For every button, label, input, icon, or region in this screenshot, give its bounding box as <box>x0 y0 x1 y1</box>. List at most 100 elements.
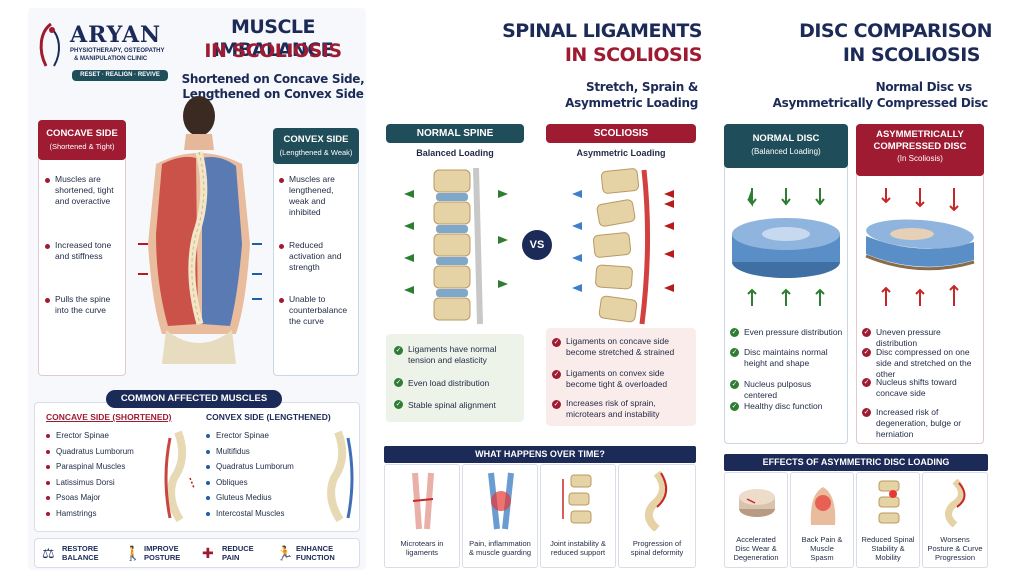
scoliosis-bullets-box <box>546 328 696 426</box>
check-icon: ✓ <box>730 402 739 411</box>
disc-wear-icon <box>739 489 775 517</box>
cap-line2: Disc Wear & <box>735 544 777 553</box>
convex-side-header: CONVEX SIDE (Lengthened & Weak) <box>273 128 359 164</box>
bullet-dot <box>279 244 284 249</box>
list-item: Paraspinal Muscles <box>46 459 156 475</box>
vs-badge: VS <box>522 230 552 260</box>
common-muscles-title: COMMON AFFECTED MUSCLES <box>106 390 282 408</box>
disc-subtitle-line1: Normal Disc vs <box>875 80 973 94</box>
clinic-logo-icon <box>39 22 60 67</box>
muscle-imbalance-panel: ARYAN PHYSIOTHERAPY, OSTEOPATHY & MANIPU… <box>28 8 366 570</box>
asym-disc-bullet-1: Uneven pressure distribution <box>876 327 941 348</box>
normal-spine-illustration <box>404 167 508 325</box>
check-icon: ✓ <box>730 380 739 389</box>
list-item: Erector Spinae <box>46 428 156 444</box>
list-item: Gluteus Medius <box>206 490 316 506</box>
scoliosis-header: SCOLIOSIS <box>546 124 696 143</box>
over-time-tile-3: Joint instability &reduced support <box>540 464 616 568</box>
check-icon: ✓ <box>552 370 561 379</box>
asym-disc-header: ASYMMETRICALLY COMPRESSED DISC (In Scoli… <box>856 124 984 176</box>
concave-muscle-list: Erector Spinae Quadratus Lumborum Parasp… <box>46 428 156 521</box>
over-time-cap-3: Joint instability &reduced support <box>541 539 615 557</box>
list-item: Quadratus Lumborum <box>46 444 156 460</box>
bullet-dot <box>279 178 284 183</box>
concave-side-sublabel: (Shortened & Tight) <box>49 142 115 151</box>
check-icon: ✓ <box>862 408 871 417</box>
goal-2-line2: POSTURE <box>144 553 181 562</box>
clinic-motto: RESET · REALIGN · REVIVE <box>72 70 168 81</box>
cap-line2: Muscle <box>810 544 834 553</box>
ligaments-title-line2: IN SCOLIOSIS <box>564 44 703 66</box>
goals-bar <box>34 538 360 568</box>
concave-bullet-2: Increased tone and stiffness <box>55 240 112 261</box>
list-item: Obliques <box>206 475 316 491</box>
cap-line1: Microtears in <box>400 539 444 548</box>
convex-bullet-3: Unable to counterbalance the curve <box>289 294 348 326</box>
list-item: Quadratus Lumborum <box>206 459 316 475</box>
pain-relief-icon: ✚ <box>202 545 214 561</box>
goal-1-line1: RESTORE <box>62 544 99 553</box>
disc-title-line1: DISC COMPARISON <box>799 20 992 42</box>
convex-side-label: CONVEX SIDE <box>283 134 349 145</box>
common-muscles-box <box>34 402 360 532</box>
normal-spine-sublabel: Balanced Loading <box>416 148 494 158</box>
normal-disc-illustration <box>732 188 840 306</box>
over-time-tile-2: Pain, inflammation& muscle guarding <box>462 464 538 568</box>
spinal-ligaments-panel: SPINAL LIGAMENTS IN SCOLIOSIS Stretch, S… <box>378 8 704 570</box>
cap-line3: Spasm <box>810 553 834 562</box>
effects-title: EFFECTS OF ASYMMETRIC DISC LOADING <box>724 454 988 471</box>
cap-line3: Progression <box>934 553 976 562</box>
goal-4-line2: FUNCTION <box>296 553 335 562</box>
page-title-line2: IN SCOLIOSIS <box>204 40 342 62</box>
page-title-line1: MUSCLE IMBALANCE <box>212 16 334 61</box>
cap-line1: Joint instability & <box>550 539 606 548</box>
deformity-icon <box>644 471 668 531</box>
normal-spine-bullets-box <box>386 334 524 422</box>
concave-spine-icon <box>164 430 195 523</box>
cap-line3: Degeneration <box>733 553 779 562</box>
back-muscles-illustration <box>138 96 262 364</box>
ligaments-title-line1: SPINAL LIGAMENTS <box>502 20 702 42</box>
disc-comparison-panel: DISC COMPARISON IN SCOLIOSIS Normal Disc… <box>716 8 998 570</box>
asym-disc-bullet-2: Disc compressed on one side and stretche… <box>876 347 972 379</box>
cap-line2: ligaments <box>405 548 439 557</box>
asym-disc-label-2: COMPRESSED DISC <box>873 141 967 152</box>
normal-disc-label: NORMAL DISC <box>752 133 820 144</box>
disc-subtitle-line2: Asymmetrically Compressed Disc <box>772 96 989 110</box>
check-icon: ✓ <box>394 346 403 355</box>
list-item: Intercostal Muscles <box>206 506 316 522</box>
cap-line2: reduced support <box>550 548 606 557</box>
cap-line1: Pain, inflammation <box>469 539 531 548</box>
bullet-dot <box>45 298 50 303</box>
scoliosis-spine-illustration <box>572 168 674 325</box>
cap-line1: Reduced Spinal <box>861 535 915 544</box>
normal-bullet-3: Stable spinal alignment <box>408 400 496 410</box>
spinal-stability-icon <box>878 480 900 524</box>
cap-line2: spinal deformity <box>630 548 684 557</box>
clinic-name: ARYAN <box>70 22 162 48</box>
check-icon: ✓ <box>862 378 871 387</box>
normal-bullet-1: Ligaments have normal tension and elasti… <box>408 344 497 365</box>
over-time-title: WHAT HAPPENS OVER TIME? <box>384 446 696 463</box>
ligaments-subtitle-line1: Stretch, Sprain & <box>585 80 698 94</box>
convex-side-sublabel: (Lengthened & Weak) <box>279 148 353 157</box>
cap-line1: Accelerated <box>736 535 776 544</box>
normal-disc-bullet-1: Even pressure distribution <box>744 327 843 337</box>
normal-disc-bullet-2: Disc maintains normal height and shape <box>744 347 828 368</box>
check-icon: ✓ <box>552 400 561 409</box>
cap-line2: & muscle guarding <box>468 548 532 557</box>
